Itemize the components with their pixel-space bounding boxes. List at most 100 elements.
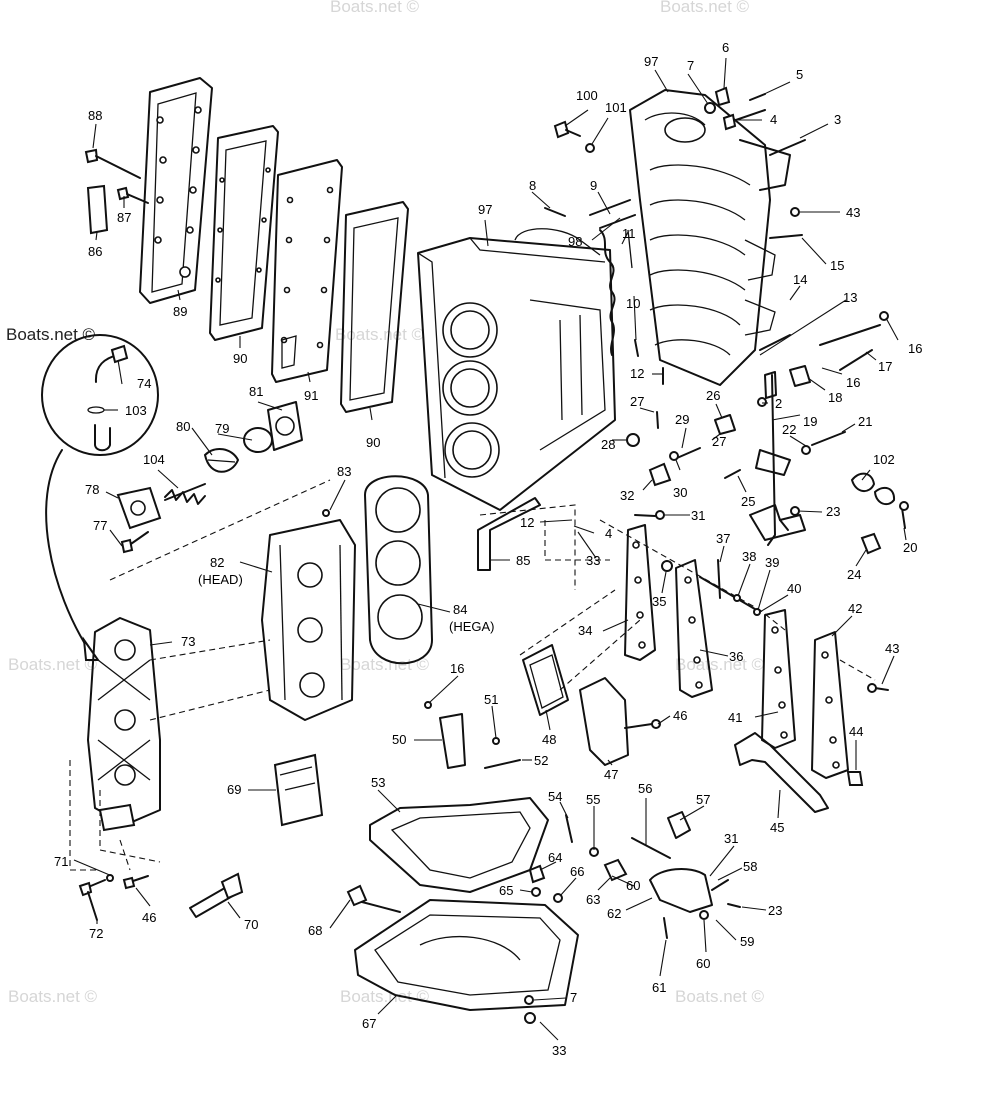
callout-label: 68 xyxy=(308,923,322,938)
callout-label: 43 xyxy=(885,641,899,656)
callout-label: 52 xyxy=(534,753,548,768)
callout-label: 28 xyxy=(601,437,615,452)
callout-label: 87 xyxy=(117,210,131,225)
watermark: Boats.net © xyxy=(660,0,750,16)
callout-label: 74 xyxy=(137,376,151,391)
callout-label: 10 xyxy=(626,296,640,311)
callout-label: 18 xyxy=(828,390,842,405)
watermark: Boats.net © xyxy=(335,325,425,344)
callout-label: 64 xyxy=(548,850,562,865)
callout-label: 31 xyxy=(724,831,738,846)
callout-label: 63 xyxy=(586,892,600,907)
callout-label: 77 xyxy=(93,518,107,533)
callout-label: 44 xyxy=(849,724,863,739)
callout-label: 66 xyxy=(570,864,584,879)
cylinder-head xyxy=(261,475,433,721)
callout-label: 7 xyxy=(687,58,694,73)
callout-label: 25 xyxy=(741,494,755,509)
callout-label: 8 xyxy=(529,178,536,193)
callout-label: 41 xyxy=(728,710,742,725)
callout-label: 73 xyxy=(181,634,195,649)
assembly-lines xyxy=(69,479,876,871)
thermostat-assembly xyxy=(41,334,303,661)
callout-label: 91 xyxy=(304,388,318,403)
callout-label: 62 xyxy=(607,906,621,921)
tube xyxy=(477,497,541,571)
callout-label: 50 xyxy=(392,732,406,747)
callout-label: 43 xyxy=(846,205,860,220)
cylinder-block xyxy=(417,219,616,511)
callout-label: 78 xyxy=(85,482,99,497)
callout-label: 32 xyxy=(620,488,634,503)
callout-label: 14 xyxy=(793,272,807,287)
callout-label: 6 xyxy=(722,40,729,55)
callout-label: 83 xyxy=(337,464,351,479)
callout-label: 56 xyxy=(638,781,652,796)
adapter-gasket-inner xyxy=(390,811,531,879)
callout-label: 27 xyxy=(712,434,726,449)
adapter-gasket xyxy=(369,797,549,893)
callout-label: 9 xyxy=(590,178,597,193)
callout-label: 16 xyxy=(846,375,860,390)
callout-label: 90 xyxy=(366,435,380,450)
watermark: Boats.net © xyxy=(330,0,420,16)
callout-label: 20 xyxy=(903,540,917,555)
crankcase-fasteners xyxy=(544,120,664,385)
callout-label: 67 xyxy=(362,1016,376,1031)
callout-label: 103 xyxy=(125,403,147,418)
callout-label: 12 xyxy=(520,515,534,530)
callout-label: 7 xyxy=(570,990,577,1005)
callout-label: 42 xyxy=(848,601,862,616)
callout-label: 60 xyxy=(626,878,640,893)
callout-label: 84 xyxy=(453,602,467,617)
callout-label: 3 xyxy=(834,112,841,127)
callout-label: 39 xyxy=(765,555,779,570)
callout-label: 16 xyxy=(450,661,464,676)
watermark: Boats.net © xyxy=(340,987,430,1006)
callout-label: 12 xyxy=(630,366,644,381)
exhaust-cover-assembly xyxy=(84,77,409,413)
callout-label: 58 xyxy=(743,859,757,874)
callout-label: 71 xyxy=(54,854,68,869)
watermark: Boats.net © xyxy=(675,987,765,1006)
callout-label: 57 xyxy=(696,792,710,807)
small-plates xyxy=(424,644,661,769)
adapter-plate xyxy=(346,884,579,1024)
callout-label: 69 xyxy=(227,782,241,797)
callout-label: 46 xyxy=(142,910,156,925)
brackets xyxy=(624,524,889,786)
callout-label: 53 xyxy=(371,775,385,790)
callout-label: 47 xyxy=(604,767,618,782)
callout-label: 55 xyxy=(586,792,600,807)
callout-label: 45 xyxy=(770,820,784,835)
callout-label: 90 xyxy=(233,351,247,366)
watermark: Boats.net © xyxy=(675,655,765,674)
callout-label: 21 xyxy=(858,414,872,429)
callout-label: 33 xyxy=(552,1043,566,1058)
callout-label: 59 xyxy=(740,934,754,949)
callout-label: 16 xyxy=(908,341,922,356)
callout-label: 33 xyxy=(586,553,600,568)
plug-and-bolts xyxy=(78,872,244,921)
callout-label: 17 xyxy=(878,359,892,374)
callout-label: 102 xyxy=(873,452,895,467)
callout-label: 31 xyxy=(691,508,705,523)
callout-label: 97 xyxy=(644,54,658,69)
throttle-linkage xyxy=(626,311,909,555)
callout-label: 24 xyxy=(847,567,861,582)
callout-label: 81 xyxy=(249,384,263,399)
watermarks: Boats.net © Boats.net © Boats.net © Boat… xyxy=(6,0,765,1006)
crankcase-cover xyxy=(629,86,806,386)
callout-label: 35 xyxy=(652,594,666,609)
callout-label: 13 xyxy=(843,290,857,305)
callout-label: 34 xyxy=(578,623,592,638)
watermark: Boats.net © xyxy=(8,987,98,1006)
callout-label: 86 xyxy=(88,244,102,259)
callout-label: 23 xyxy=(826,504,840,519)
callout-label: 97 xyxy=(478,202,492,217)
callout-label: 60 xyxy=(696,956,710,971)
watermark: Boats.net © xyxy=(8,655,98,674)
callout-label: 88 xyxy=(88,108,102,123)
callout-label: (HEGA) xyxy=(449,619,495,634)
ignition-module xyxy=(273,753,324,827)
